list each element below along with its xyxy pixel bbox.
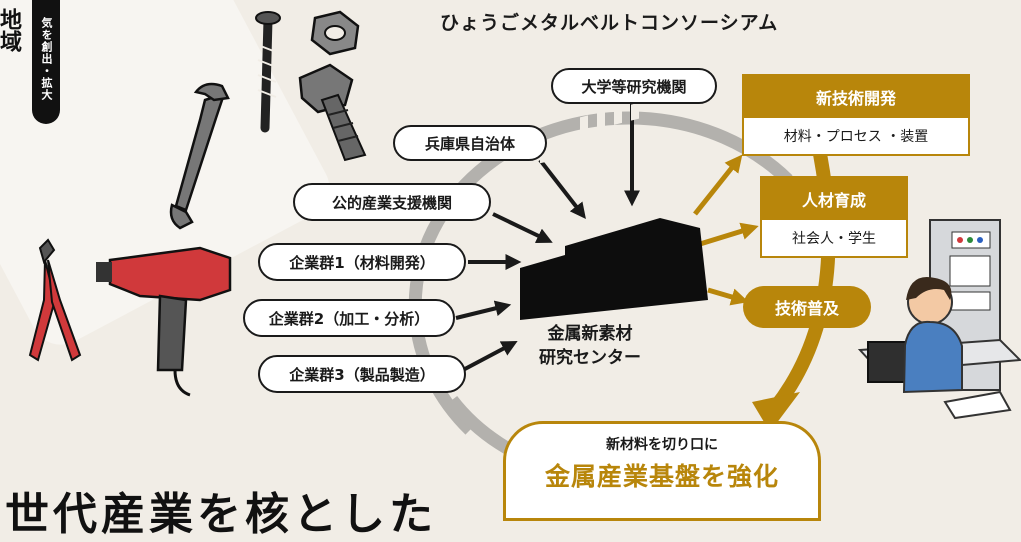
arrow-group3 — [462, 341, 518, 372]
diagram-canvas — [28, 10, 1021, 477]
arrow-dissemination — [707, 287, 749, 306]
bolt-icon — [298, 63, 367, 162]
wrench-icon — [169, 82, 230, 230]
research-center-line2: 研究センター — [539, 348, 641, 368]
outcome-dissemination-badge: 技術普及 — [743, 286, 871, 328]
research-building-icon — [520, 102, 708, 320]
page-title: ひょうごメタルベルトコンソーシアム — [440, 12, 779, 34]
arrow-group2 — [455, 300, 512, 320]
outcome-tech-dev-title: 新技術開発 — [744, 76, 968, 118]
arrow-hr — [699, 222, 759, 247]
worker-at-terminal-icon — [857, 276, 1021, 420]
outcome-tech-dev-detail: 材料・プロセス ・装置 — [783, 129, 929, 145]
output-arrows — [693, 154, 759, 306]
nut-icon — [310, 10, 360, 56]
heat-gun-icon — [96, 246, 232, 397]
screw-icon — [255, 11, 281, 133]
participant-company-group-2: 企業群2（加工・分析） — [243, 299, 455, 337]
outcome-hr-card: 人材育成 社会人・学生 — [760, 176, 908, 258]
bottom-heading: 世代産業を核とした — [5, 489, 437, 540]
arrow-tech-dev — [693, 154, 743, 216]
result-headline: 金属産業基盤を強化 — [544, 462, 779, 491]
participant-university: 大学等研究機関 — [551, 68, 717, 104]
arrow-support — [492, 212, 553, 244]
research-center-line1: 金属新素材 — [547, 324, 633, 344]
side-badge: 気を創出・拡大 — [32, 0, 60, 124]
participant-support-agency: 公的産業支援機関 — [293, 183, 491, 221]
arrow-prefecture — [538, 158, 586, 220]
participant-prefecture: 兵庫県自治体 — [393, 125, 547, 161]
outcome-hr-detail: 社会人・学生 — [792, 231, 876, 247]
side-title: 地域 — [0, 8, 21, 52]
result-box: 新材料を切り口に 金属産業基盤を強化 — [503, 421, 821, 521]
result-subtitle: 新材料を切り口に — [606, 437, 718, 453]
outcome-hr-title: 人材育成 — [762, 178, 906, 220]
participant-company-group-1: 企業群1（材料開発） — [258, 243, 466, 281]
outcome-tech-dev-card: 新技術開発 材料・プロセス ・装置 — [742, 74, 970, 156]
participant-company-group-3: 企業群3（製品製造） — [258, 355, 466, 393]
pliers-icon — [28, 238, 82, 362]
research-center-label: 金属新素材 研究センター — [515, 322, 665, 370]
